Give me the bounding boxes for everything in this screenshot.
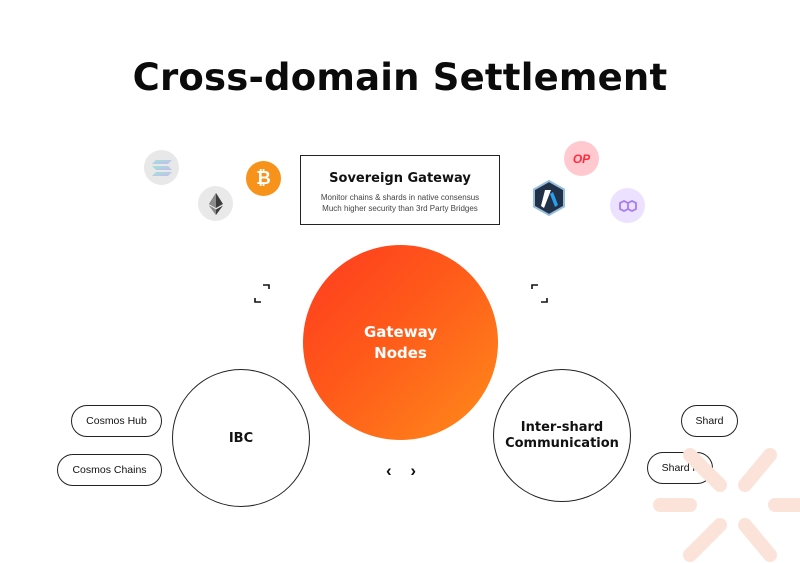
page-title: Cross-domain Settlement	[132, 56, 668, 99]
bracket-right-icon	[531, 284, 548, 303]
chevron-right-icon: ›	[410, 461, 416, 480]
solana-icon	[144, 150, 179, 185]
inter-shard-line-2: Communication	[505, 435, 619, 451]
cosmos-chains-pill: Cosmos Chains	[57, 454, 162, 486]
gateway-nodes-circle: Gateway Nodes	[303, 245, 498, 440]
gateway-nodes-line-1: Gateway	[363, 322, 438, 341]
ibc-circle: IBC	[172, 369, 310, 507]
shard-pill: Shard	[681, 405, 738, 437]
ethereum-icon	[198, 186, 233, 221]
chevron-left-icon: ‹	[386, 461, 392, 480]
nav-arrows: ‹ ›	[386, 460, 416, 482]
arbitrum-icon	[531, 180, 567, 216]
inter-shard-line-1: Inter-shard	[520, 419, 604, 435]
bracket-left-icon	[254, 284, 270, 303]
gateway-nodes-line-2: Nodes	[374, 343, 427, 362]
watermark-logo-icon	[653, 448, 800, 562]
gateway-line-1: Monitor chains & shards in native consen…	[320, 193, 480, 202]
cosmos-hub-pill: Cosmos Hub	[71, 405, 162, 437]
sovereign-gateway-box: Sovereign Gateway Monitor chains & shard…	[300, 155, 500, 225]
ibc-label: IBC	[228, 430, 254, 446]
optimism-icon: OP	[564, 141, 599, 176]
gateway-title: Sovereign Gateway	[329, 171, 471, 186]
gateway-line-2: Much higher security than 3rd Party Brid…	[322, 204, 478, 213]
bitcoin-icon: ₿	[246, 161, 281, 196]
polygon-icon	[610, 188, 645, 223]
inter-shard-circle: Inter-shard Communication	[493, 369, 631, 502]
